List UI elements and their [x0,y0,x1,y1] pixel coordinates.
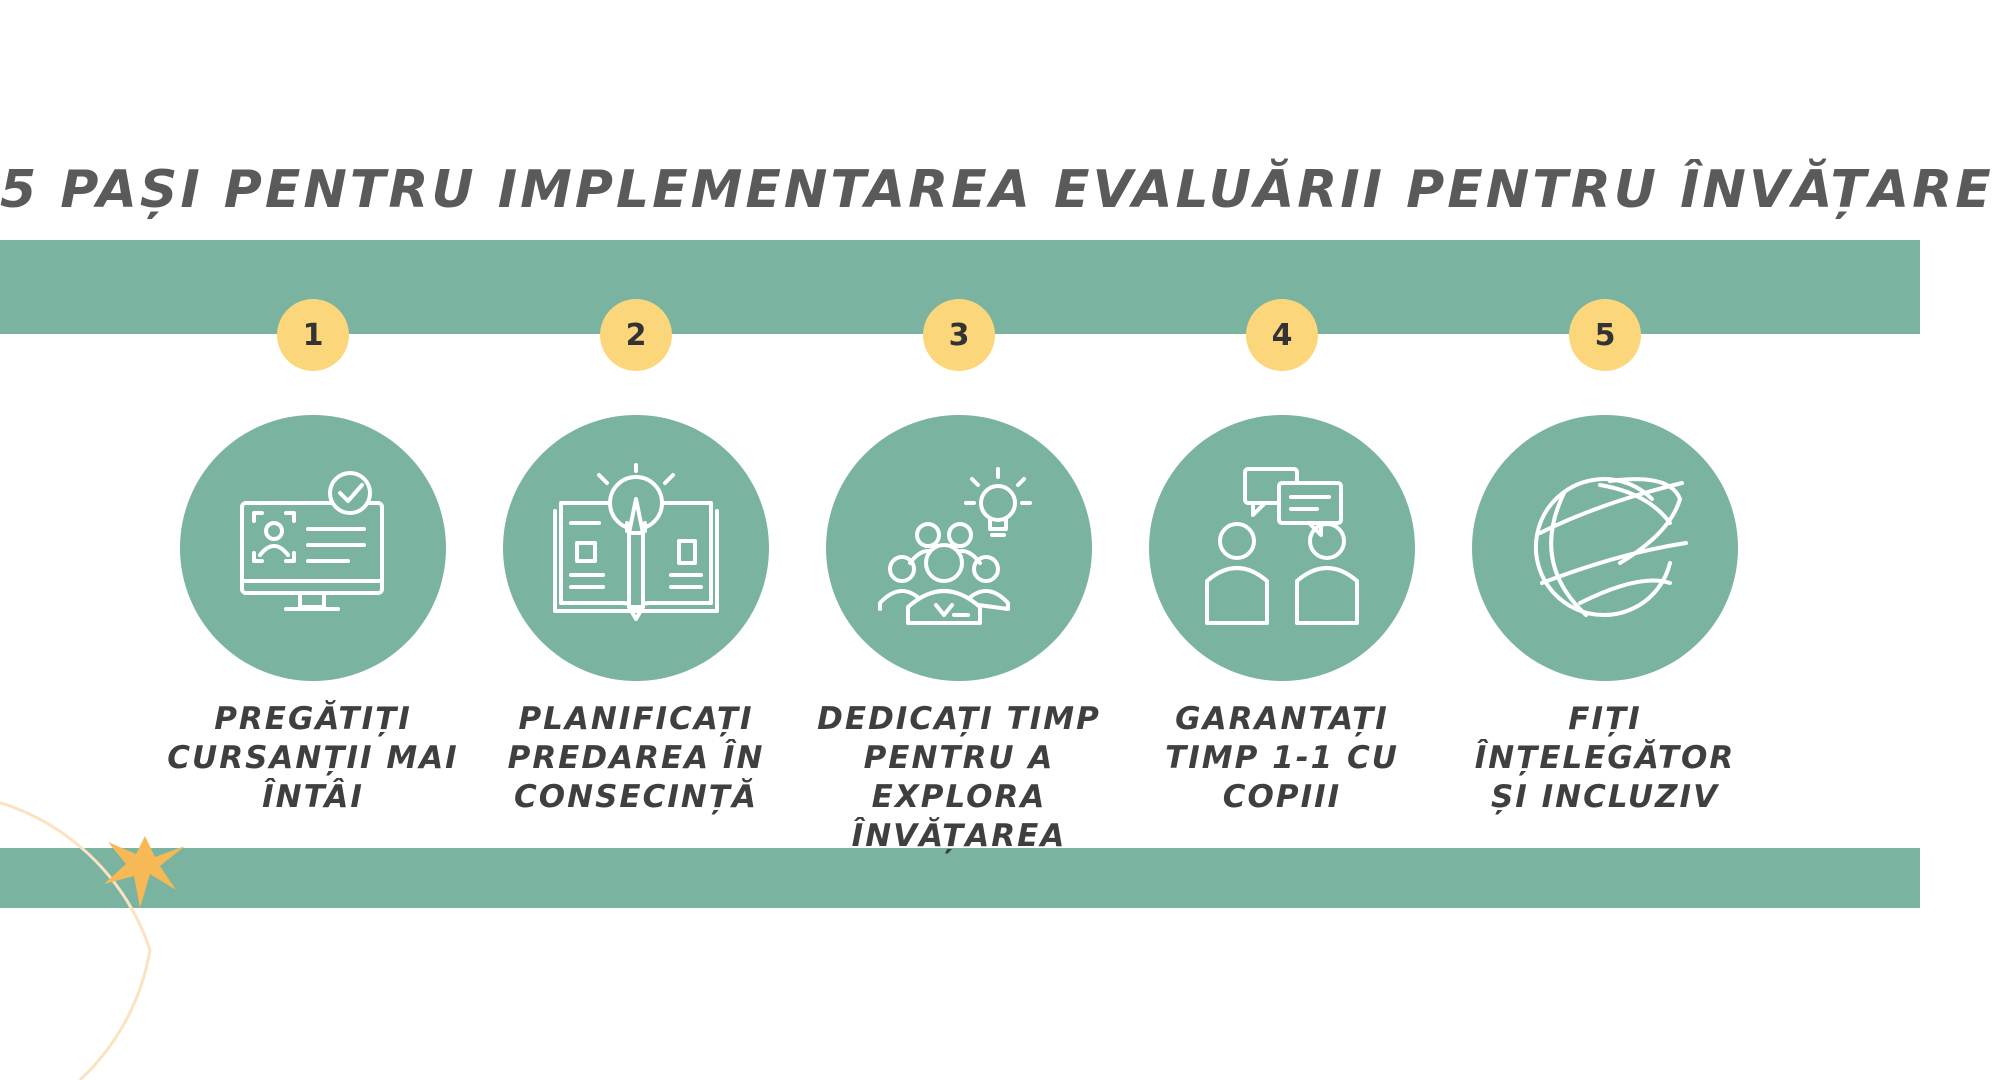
step-1: 1 PREGĂTIȚI CURSANȚII MAI ÎNTÂI [143,0,483,1080]
book-pencil-lightbulb-icon [553,463,719,621]
step-label: PLANIFICAȚI PREDAREA ÎN CONSECINȚĂ [507,701,765,815]
step-number-badge: 4 [1246,299,1318,371]
step-label: GARANTAȚI TIMP 1-1 CU COPIII [1165,701,1399,815]
two-people-chat-icon [1205,467,1359,625]
step-5: 5 FIȚI ÎNȚELEGĂTOR ȘI INCLUZIV [1435,0,1775,1080]
decorative-arc-star [0,801,185,1080]
step-label: PREGĂTIȚI CURSANȚII MAI ÎNTÂI [167,701,459,815]
infographic-title: 5 PAȘI PENTRU IMPLEMENTAREA EVALUĂRII PE… [0,160,1994,220]
step-3: 3 [789,0,1129,1080]
step-icon-circle [1149,415,1415,681]
step-number-badge: 1 [277,299,349,371]
step-label: FIȚI ÎNȚELEGĂTOR ȘI INCLUZIV [1474,701,1736,815]
group-idea-icon [878,467,1032,625]
step-icon-circle [503,415,769,681]
step-number-badge: 3 [923,299,995,371]
bottom-green-band [0,848,1920,908]
step-number-badge: 2 [600,299,672,371]
step-2: 2 PLANIFICAȚI PREDA [466,0,806,1080]
step-4: 4 GARANTAȚI TIMP 1-1 CU COPIII [1112,0,1452,1080]
step-icon-circle [180,415,446,681]
step-icon-circle [826,415,1092,681]
computer-user-check-icon [240,471,384,611]
globe-icon [1533,477,1688,617]
step-number-badge: 5 [1569,299,1641,371]
step-icon-circle [1472,415,1738,681]
step-label: DEDICAȚI TIMP PENTRU A EXPLORA ÎNVĂȚAREA [817,701,1101,854]
sparkle-star-icon [104,836,185,908]
